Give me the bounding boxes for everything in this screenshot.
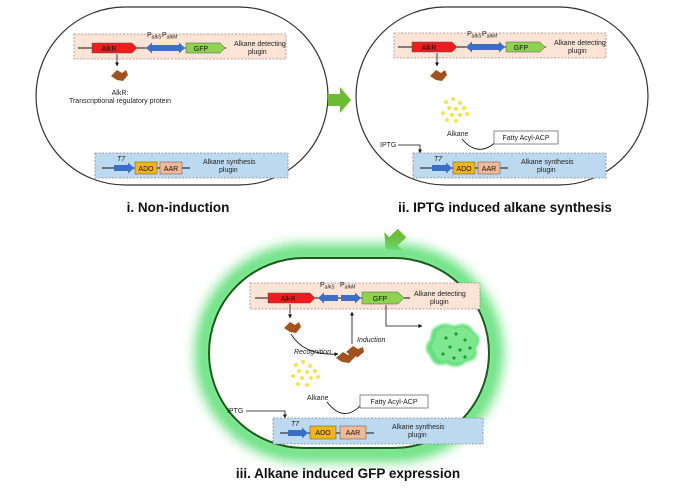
gfp-output-arrow: [385, 305, 423, 328]
synth-plugin-label-2: plugin: [219, 167, 238, 174]
iptg-label: IPTG: [380, 142, 396, 149]
gfp-gene-label: GFP: [373, 296, 388, 303]
alkane-label: Alkane: [447, 131, 469, 138]
fatty-acyl-box: [493, 130, 559, 145]
synth-plugin-box: [272, 417, 484, 445]
alkr-gene-label: AlkR: [281, 296, 296, 303]
aar-label: AAR: [164, 166, 178, 173]
detect-plugin-label-2: plugin: [568, 48, 587, 55]
bound-complex-icon: [336, 346, 364, 363]
t7-label: T7: [291, 421, 300, 428]
alkr-gene: [91, 42, 138, 54]
ado-label: ADO: [456, 166, 472, 173]
alkr-gene-label: AlkR: [102, 46, 117, 53]
t7-promoter-arrow: [288, 427, 308, 439]
caption-ii: ii. IPTG induced alkane synthesis: [398, 200, 612, 215]
fatty-acyl-label: Fatty Acyl-ACP: [502, 135, 549, 142]
ado-gene: [309, 425, 337, 440]
aar-label: AAR: [482, 166, 496, 173]
alkr-gene-label: AlkR: [422, 45, 437, 52]
alkane-molecules: [291, 360, 320, 387]
t7-promoter-arrow: [114, 162, 134, 174]
promoter-alks-arrow: [466, 41, 486, 53]
synth-plugin-label-1: Alkane synthesis: [521, 159, 574, 166]
detect-plugin-label-1: Alkane detecting: [554, 40, 606, 47]
synthesis-curve: [461, 138, 497, 150]
protein-label-1: AlkR:: [112, 90, 129, 97]
synth-plugin-label-2: plugin: [408, 432, 427, 439]
iptg-arrow: [398, 144, 422, 154]
iptg-arrow: [246, 410, 287, 419]
panel-non-induction: AlkR PalkS PalkM GFP Alkane detecting pl…: [35, 6, 329, 215]
promoter-alks-arrow: [318, 292, 338, 304]
t7-promoter-arrow: [432, 162, 452, 174]
panel-gfp-expression: AlkR PalkS PalkM GFP Alkane detecting pl…: [195, 244, 503, 481]
ado-label: ADO: [315, 430, 331, 437]
cell-glow: [195, 244, 503, 462]
alkr-gene: [411, 41, 458, 53]
ado-gene: [452, 161, 476, 175]
detect-plugin-label-2: plugin: [430, 299, 449, 306]
gfp-fluorescence-cluster: [426, 323, 480, 367]
caption-i: i. Non-induction: [127, 200, 230, 215]
promoter-alkm-arrow: [165, 42, 185, 54]
recognition-arrow: [290, 333, 339, 357]
alkr-protein-icon: [111, 70, 128, 81]
promoter-alkm-label: PalkM: [482, 31, 498, 40]
protein-label-2: Transcriptional regulatory protein: [69, 98, 171, 105]
aar-gene: [477, 161, 501, 175]
panel-iptg-induced: AlkR PalkS PalkM GFP Alkane detecting pl…: [355, 6, 649, 215]
detect-plugin-label-1: Alkane detecting: [234, 41, 286, 48]
detect-plugin-label-1: Alkane detecting: [414, 291, 466, 298]
alkr-gene: [267, 292, 316, 304]
promoter-alkm-arrow: [485, 41, 505, 53]
aar-gene: [339, 425, 367, 440]
caption-iii: iii. Alkane induced GFP expression: [236, 466, 460, 481]
induction-label: Induction: [357, 337, 386, 344]
alkr-protein-icon: [284, 322, 301, 333]
gfp-gene-label: GFP: [194, 46, 209, 53]
alkane-label: Alkane: [307, 395, 329, 402]
promoter-alks-label: PalkS: [147, 32, 162, 41]
stage-arrow-right: [328, 87, 351, 113]
alkr-protein-icon: [430, 70, 447, 81]
promoter-alks-arrow: [146, 42, 166, 54]
ado-label: ADO: [138, 166, 154, 173]
promoter-alkm-arrow: [341, 292, 361, 304]
fatty-acyl-label: Fatty Acyl-ACP: [370, 399, 417, 406]
gfp-gene: [361, 291, 405, 305]
synthesis-curve: [326, 401, 363, 414]
t7-label: T7: [434, 156, 443, 163]
t7-label: T7: [117, 156, 126, 163]
gfp-gene-label: GFP: [514, 45, 529, 52]
synth-plugin-label-2: plugin: [537, 167, 556, 174]
aar-gene: [159, 161, 183, 175]
promoter-alkm-label: PalkM: [162, 32, 178, 41]
aar-label: AAR: [346, 430, 360, 437]
alkane-molecules: [441, 97, 469, 123]
fatty-acyl-box: [359, 394, 429, 409]
iptg-label: IPTG: [227, 408, 243, 415]
promoter-alks-label: PalkS: [320, 282, 335, 291]
promoter-alkm-label: PalkM: [340, 282, 356, 291]
ado-gene: [134, 161, 158, 175]
detect-plugin-label-2: plugin: [248, 49, 267, 56]
promoter-alks-label: PalkS: [467, 31, 482, 40]
gfp-gene: [505, 41, 546, 53]
recognition-label: Recognition: [294, 349, 331, 356]
synth-plugin-label-1: Alkane synthesis: [392, 424, 445, 431]
synth-plugin-label-1: Alkane synthesis: [203, 159, 256, 166]
gfp-gene: [185, 42, 226, 54]
